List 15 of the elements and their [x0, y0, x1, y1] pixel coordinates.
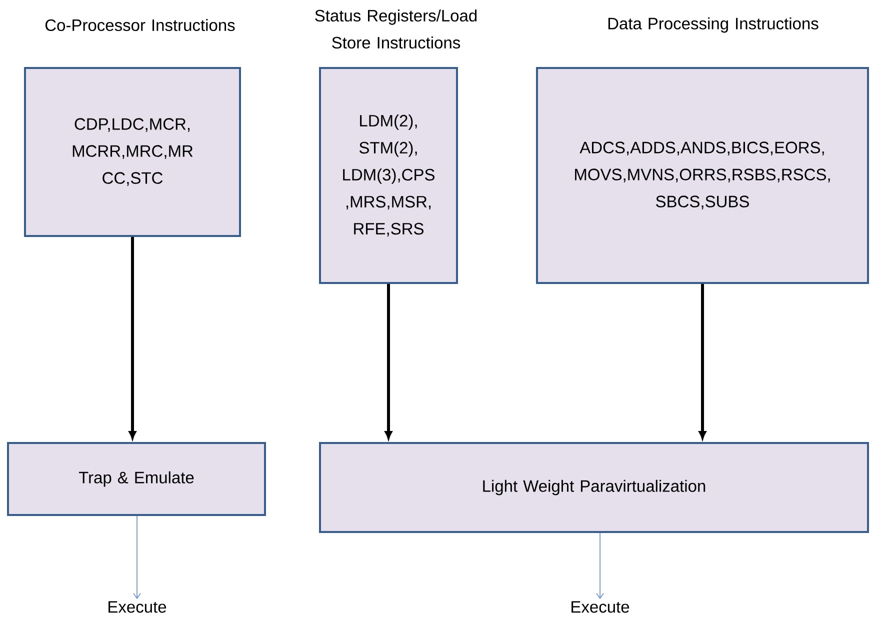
instruction-box: ADCS,ADDS,ANDS,BICS,EORS, MOVS,MVNS,ORRS,RSBS,RSCS, SBCS,SUBS [536, 67, 869, 284]
output-label: Execute [572, 601, 630, 613]
arrow [133, 516, 141, 600]
arrow [596, 532, 604, 600]
instruction-box: Trap & Emulate [7, 442, 266, 516]
output-label: Execute [108, 601, 166, 613]
instruction-box: CDP,LDC,MCR, MCRR,MRC,MR CC,STC [24, 67, 241, 237]
box-heading: Co-Processor Instructions [45, 18, 235, 32]
arrow [698, 284, 706, 439]
arrow [128, 237, 136, 439]
instruction-box: LDM(2), STM(2), LDM(3),CPS ,MRS,MSR, RFE,SRS [319, 67, 458, 284]
instruction-box: Light Weight Paravirtualization [319, 442, 869, 533]
box-heading: Data Processing Instructions [608, 17, 818, 33]
box-heading: Status Registers/Load Store Instructions [315, 9, 477, 49]
arrow [384, 284, 392, 439]
